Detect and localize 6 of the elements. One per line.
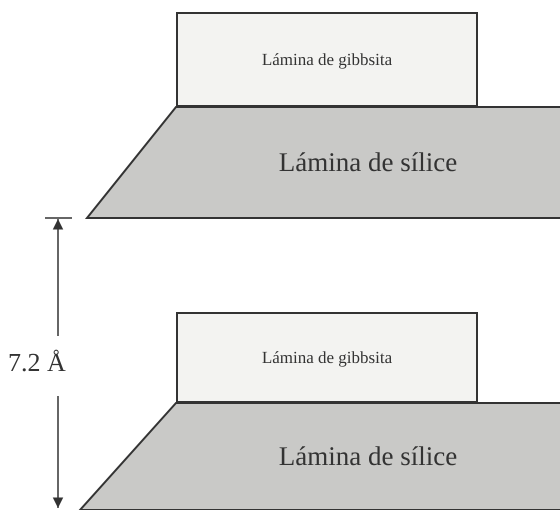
layer-box (176, 312, 478, 403)
layer-label: Lámina de sílice (278, 147, 458, 178)
layer-label: Lámina de gibbsita (262, 50, 392, 70)
layer-label: Lámina de gibbsita (262, 348, 392, 368)
layer-box (176, 12, 478, 107)
layer-label: Lámina de sílice (278, 441, 458, 472)
